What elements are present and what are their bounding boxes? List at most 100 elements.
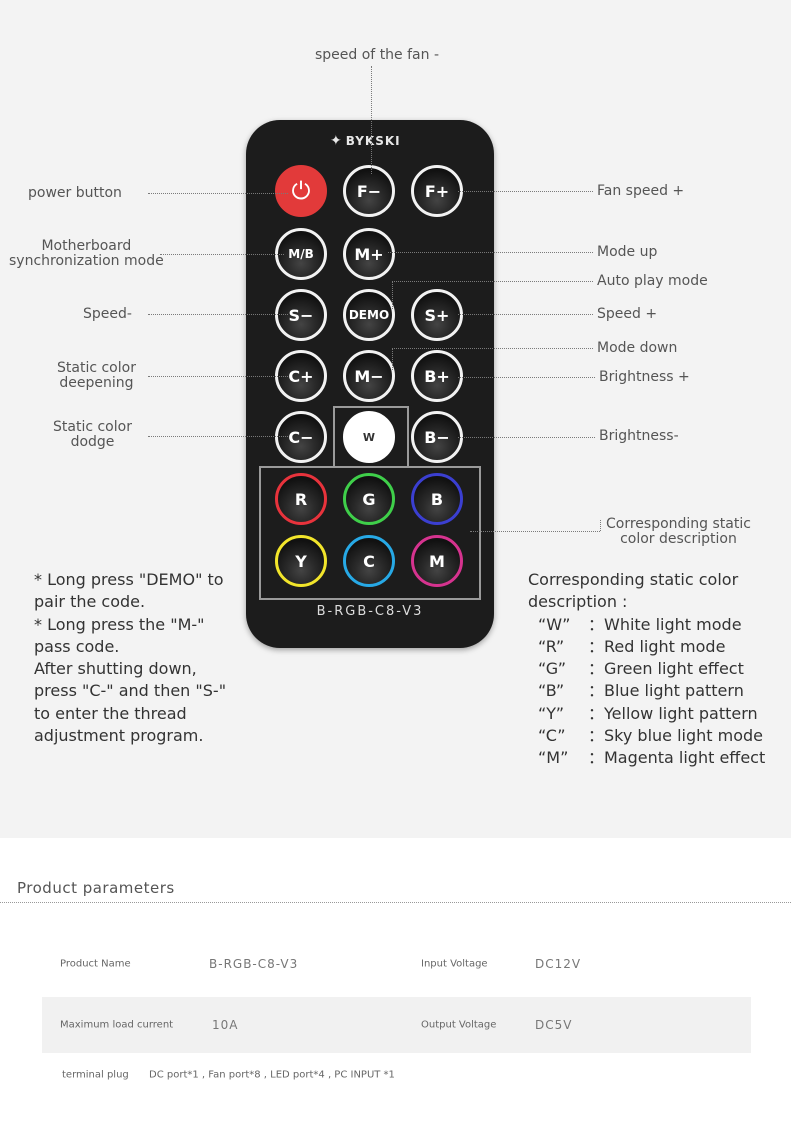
magenta-light-button[interactable]: M: [411, 535, 463, 587]
param-value: DC5V: [535, 1018, 573, 1032]
callout-static-deepen: Static color deepening: [57, 360, 136, 391]
param-label: Maximum load current: [60, 1019, 174, 1031]
color-key: “W”: [538, 614, 571, 634]
color-description-title: description :: [528, 592, 628, 612]
callout-line: [392, 348, 393, 370]
sky-blue-light-button[interactable]: C: [343, 535, 395, 587]
callout-line: [160, 254, 284, 255]
color-key: “G”: [538, 659, 567, 679]
static-color-dodge-button[interactable]: C−: [275, 411, 327, 463]
callout-line: [148, 436, 288, 437]
color-value: ：Yellow light pattern: [588, 703, 758, 723]
color-key: “Y”: [538, 703, 565, 723]
param-value: 10A: [212, 1018, 239, 1032]
callout-line: [392, 281, 593, 282]
color-buttons-frame: [259, 466, 481, 600]
callout-fan-speed-down: speed of the fan -: [315, 47, 439, 63]
callout-line: [458, 191, 593, 192]
params-row: terminal plug DC port*1 , Fan port*8 , L…: [42, 1047, 751, 1103]
color-key: “R”: [538, 636, 565, 656]
mode-down-button[interactable]: M−: [343, 350, 395, 402]
red-light-button[interactable]: R: [275, 473, 327, 525]
speed-up-button[interactable]: S+: [411, 289, 463, 341]
callout-auto-play: Auto play mode: [597, 273, 708, 289]
color-description-item: “Y” ：Yellow light pattern: [528, 703, 765, 725]
color-key: “C”: [538, 726, 566, 746]
note-line: adjustment program.: [34, 726, 204, 746]
dragon-logo-icon: ✦: [330, 133, 343, 149]
color-value: ：White light mode: [588, 614, 742, 634]
callout-line: [388, 252, 593, 253]
callout-line: [148, 193, 288, 194]
note-line: After shutting down,: [34, 659, 197, 679]
params-divider: [0, 902, 791, 903]
callout-line: [392, 348, 593, 349]
callout-line: [458, 377, 595, 378]
remote-model-label: B-RGB-C8-V3: [316, 604, 424, 619]
white-light-button[interactable]: W: [343, 411, 395, 463]
param-label: Product Name: [60, 958, 131, 970]
param-value: DC port*1 , Fan port*8 , LED port*4 , PC…: [149, 1069, 395, 1081]
color-description-item: “M” ：Magenta light effect: [528, 747, 765, 769]
w-button-frame: [333, 406, 409, 468]
color-description-item: “W” ：White light mode: [528, 614, 765, 636]
callout-brightness-up: Brightness +: [599, 369, 690, 385]
callout-brightness-down: Brightness-: [599, 428, 679, 444]
color-value: ：Magenta light effect: [588, 748, 766, 768]
callout-static-description: Corresponding static color description: [606, 516, 751, 547]
callout-speed-down: Speed-: [83, 306, 132, 322]
param-label: terminal plug: [62, 1069, 129, 1081]
callout-line: [148, 314, 288, 315]
note-line: press "C-" and then "S-": [34, 681, 227, 701]
callout-line: [458, 314, 593, 315]
callout-line: [371, 66, 372, 174]
brand-name: BYKSKI: [345, 134, 401, 148]
color-description-item: “G” ：Green light effect: [528, 658, 765, 680]
color-value: ：Red light mode: [588, 636, 726, 656]
callout-static-dodge: Static color dodge: [53, 419, 132, 450]
power-button[interactable]: ⏻: [275, 165, 327, 217]
params-row: Maximum load current 10A Output Voltage …: [42, 997, 751, 1053]
brand-logo: ✦BYKSKI: [330, 133, 401, 149]
param-label: Output Voltage: [421, 1019, 497, 1031]
brightness-down-button[interactable]: B−: [411, 411, 463, 463]
note-line: * Long press the "M-": [34, 614, 205, 634]
callout-line: [600, 520, 601, 531]
color-description-item: “R” ：Red light mode: [528, 636, 765, 658]
callout-line: [470, 531, 600, 532]
green-light-button[interactable]: G: [343, 473, 395, 525]
blue-light-button[interactable]: B: [411, 473, 463, 525]
yellow-light-button[interactable]: Y: [275, 535, 327, 587]
callout-line: [458, 437, 595, 438]
callout-mode-down: Mode down: [597, 340, 678, 356]
usage-notes: * Long press "DEMO" to pair the code. * …: [34, 569, 226, 747]
param-value: DC12V: [535, 957, 582, 971]
param-value: B-RGB-C8-V3: [209, 957, 299, 971]
demo-button[interactable]: DEMO: [343, 289, 395, 341]
param-label: Input Voltage: [421, 958, 488, 970]
brightness-up-button[interactable]: B+: [411, 350, 463, 402]
note-line: * Long press "DEMO" to: [34, 570, 224, 589]
callout-speed-up: Speed +: [597, 306, 658, 322]
color-key: “M”: [538, 748, 569, 768]
color-description-item: “C”：Sky blue light mode: [528, 725, 765, 747]
params-row: Product Name B-RGB-C8-V3 Input Voltage D…: [42, 936, 751, 992]
color-key: “B”: [538, 681, 565, 701]
callout-power: power button: [28, 185, 122, 201]
note-line: pass code.: [34, 636, 120, 656]
callout-line: [148, 376, 288, 377]
fan-speed-down-button[interactable]: F−: [343, 165, 395, 217]
color-description-title: Corresponding static color: [528, 570, 739, 589]
note-line: pair the code.: [34, 592, 146, 612]
speed-down-button[interactable]: S−: [275, 289, 327, 341]
callout-mode-up: Mode up: [597, 244, 658, 260]
note-line: to enter the thread: [34, 703, 187, 723]
fan-speed-up-button[interactable]: F+: [411, 165, 463, 217]
callout-fan-speed-up: Fan speed +: [597, 183, 685, 199]
callout-motherboard-sync: Motherboard synchronization mode: [9, 238, 164, 269]
color-value: ：Green light effect: [588, 659, 744, 679]
mode-up-button[interactable]: M+: [343, 228, 395, 280]
color-description: Corresponding static color description :…: [528, 569, 765, 770]
color-description-item: “B” ：Blue light pattern: [528, 680, 765, 702]
color-value: ：Blue light pattern: [588, 681, 744, 701]
